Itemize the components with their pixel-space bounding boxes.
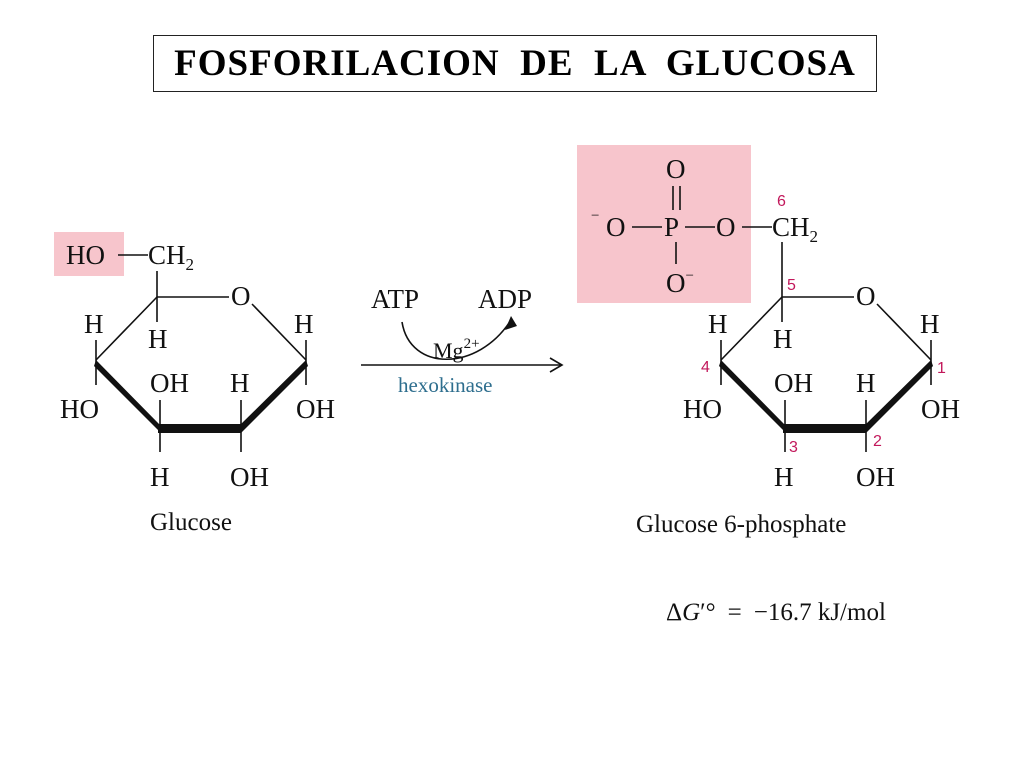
arrowhead	[549, 357, 564, 373]
atom-label: H	[150, 462, 170, 492]
wedge-bond	[866, 360, 933, 433]
atp-label: ATP	[371, 284, 419, 314]
cofactor-curve	[401, 319, 512, 361]
atom-label: H	[920, 309, 940, 339]
bond	[876, 303, 932, 361]
phosphate-top-oxygen: O	[666, 154, 686, 184]
carbon-number-2: 2	[873, 433, 882, 450]
atom-label: OH	[856, 462, 895, 492]
carbon-number-4: 4	[701, 359, 710, 376]
carbon-number-3: 3	[789, 439, 798, 456]
atom-label: H	[708, 309, 728, 339]
wedge-bond	[241, 360, 308, 433]
page-title: FOSFORILACION DE LA GLUCOSA	[153, 35, 877, 92]
bond	[251, 303, 307, 361]
phosphate-oxygen: O−	[666, 268, 694, 298]
reaction-arrow: ATP ADP Mg2+ hexokinase	[361, 284, 564, 397]
glucose-caption: Glucose	[150, 509, 232, 536]
charge-label: −	[591, 208, 599, 224]
product-ring-oxygen: O	[856, 281, 876, 311]
atom-label: H	[856, 368, 876, 398]
atom-label: H	[774, 462, 794, 492]
atom-label: OH	[921, 394, 960, 424]
enzyme-label: hexokinase	[398, 373, 492, 397]
wedge-bond	[94, 360, 160, 432]
atom-label: HO	[60, 394, 99, 424]
mg-label: Mg2+	[433, 336, 480, 363]
glucose-ch2-label: CH2	[148, 240, 194, 274]
atom-label: OH	[296, 394, 335, 424]
atom-label: H	[84, 309, 104, 339]
atom-label: H	[294, 309, 314, 339]
atom-label: OH	[150, 368, 189, 398]
free-energy-label: ΔG′°=−16.7 kJ/mol	[666, 599, 886, 626]
atom-label: OH	[230, 462, 269, 492]
bold-bond	[783, 424, 866, 433]
glucose-6-phosphate-structure: O − O P O O− CH2 O H H HO H OH OH H H	[591, 154, 960, 538]
phosphate-oxygen: O	[606, 212, 626, 242]
carbon-number-5: 5	[787, 277, 796, 294]
bold-bond	[158, 424, 241, 433]
atom-label: OH	[774, 368, 813, 398]
atom-label: HO	[683, 394, 722, 424]
glucose-structure: HO CH2 O H H HO H OH OH H H OH Glucose	[60, 240, 335, 536]
bond	[720, 296, 783, 361]
adp-label: ADP	[478, 284, 532, 314]
glucose-hydroxyl-highlight	[54, 232, 124, 276]
arrowhead	[505, 316, 517, 330]
product-caption: Glucose 6-phosphate	[636, 511, 846, 538]
bond	[95, 296, 158, 361]
wedge-bond	[719, 360, 785, 432]
product-ch2-label: CH2	[772, 212, 818, 246]
atom-label: H	[148, 324, 168, 354]
phosphate-oxygen: O	[716, 212, 736, 242]
phosphorus-label: P	[664, 212, 679, 242]
atom-label: H	[230, 368, 250, 398]
phosphate-highlight	[577, 145, 751, 303]
carbon-number-1: 1	[937, 360, 946, 377]
glucose-ho-label: HO	[66, 240, 105, 270]
atom-label: H	[773, 324, 793, 354]
glucose-ring-oxygen: O	[231, 281, 251, 311]
carbon-number-6: 6	[777, 193, 786, 210]
